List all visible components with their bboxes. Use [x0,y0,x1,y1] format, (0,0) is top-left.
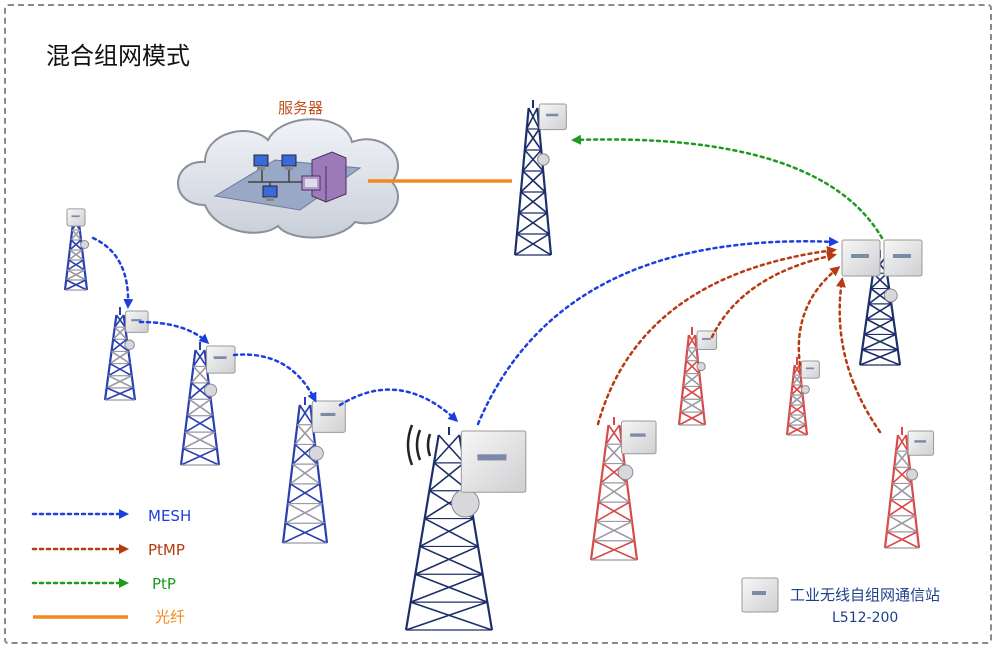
radio-device-icon [311,400,346,433]
server-label: 服务器 [278,99,324,117]
tower-icon [513,100,567,256]
radio-device-icon [883,239,923,277]
tower-icon [63,208,90,291]
signal-wave-icon [406,424,432,466]
ptmp-link [710,251,837,339]
radio-device-icon [206,345,236,374]
ptmp-link [836,277,882,434]
legend-label-fiber: 光纤 [155,608,186,626]
mesh-link [338,388,459,423]
computer-icon [253,154,269,170]
dashed-frame [4,4,992,644]
ptmp-link [797,266,841,367]
page-title: 混合组网模式 [46,42,190,70]
station-device-icon [741,577,779,613]
tower-icon [589,417,657,561]
mesh-link [476,236,839,426]
tower-icon [281,397,346,544]
mesh-link [232,353,317,403]
station-model: L512-200 [832,610,899,626]
legend-label-ptmp: PtMP [148,541,185,559]
server-cloud [177,118,399,239]
computer-icon [262,185,278,201]
tower-icon [179,342,236,466]
legend-label-mesh: MESH [148,507,192,525]
radio-device-icon [800,360,820,379]
tower-icon [677,327,718,426]
mesh-link [138,320,210,345]
legend-label-ptp: PtP [152,575,176,593]
radio-device-icon [621,420,657,455]
radio-device-icon [125,310,149,333]
tower-icon [785,357,820,436]
radio-device-icon [907,430,935,456]
radio-device-icon [538,103,567,131]
radio-device-icon [460,430,527,493]
tower-icon [404,427,527,631]
station-name: 工业无线自组网通信站 [790,586,941,604]
tower-icon [883,427,935,549]
server-rack-icon [301,151,347,203]
radio-device-icon [841,239,881,277]
radio-device-icon [66,208,86,227]
computer-icon [281,154,297,170]
ptp-link [571,134,884,240]
mesh-link [91,236,134,309]
